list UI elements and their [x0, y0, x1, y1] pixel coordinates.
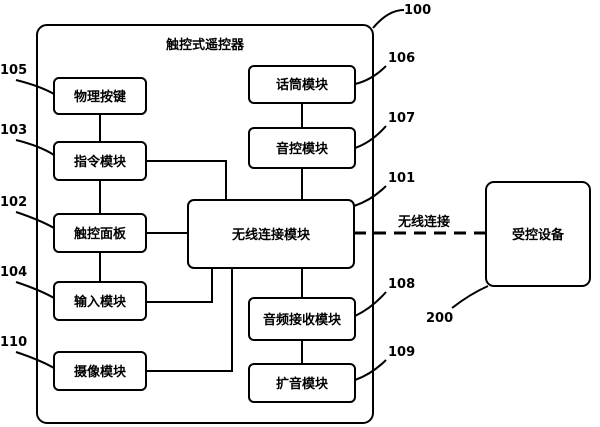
module-speaker: 扩音模块: [248, 363, 356, 403]
controlled-device: 受控设备: [485, 181, 591, 287]
ref-102: 102: [0, 195, 27, 210]
leader-110: [15, 351, 55, 369]
ref-106: 106: [388, 51, 415, 66]
leader-107: [354, 125, 387, 149]
leader-101: [353, 185, 387, 207]
input-label: 输入模块: [74, 294, 127, 310]
speaker-label: 扩音模块: [276, 376, 329, 392]
ref-110: 110: [0, 335, 27, 350]
reference-leaders: [15, 9, 489, 381]
line-input-to-wireless: [146, 268, 213, 303]
camera-label: 摄像模块: [74, 364, 127, 380]
leader-109: [354, 359, 387, 381]
leader-105: [15, 79, 55, 95]
module-wireless: 无线连接模块: [187, 199, 355, 269]
line-camera-to-wireless: [146, 268, 233, 372]
leader-200: [451, 285, 489, 309]
module-audio-receive: 音频接收模块: [248, 297, 356, 341]
remote-controller-container: [36, 24, 374, 424]
leader-100: [372, 9, 405, 29]
ref-108: 108: [388, 277, 415, 292]
leader-108: [354, 291, 387, 317]
touch-panel-label: 触控面板: [73, 226, 127, 242]
ref-107: 107: [388, 111, 415, 126]
leader-106: [354, 65, 387, 85]
volume-control-label: 音控模块: [276, 141, 329, 157]
leader-102: [15, 211, 55, 229]
controlled-device-label: 受控设备: [512, 227, 565, 243]
module-camera: 摄像模块: [53, 351, 147, 391]
leader-104: [15, 281, 55, 299]
physical-keys-label: 物理按键: [74, 89, 126, 105]
ref-200: 200: [426, 311, 453, 326]
ref-101: 101: [388, 171, 415, 186]
audio-receive-label: 音频接收模块: [263, 312, 342, 328]
ref-103: 103: [0, 123, 27, 138]
connector-lines: [99, 103, 303, 372]
module-microphone: 话筒模块: [248, 65, 356, 104]
ref-104: 104: [0, 265, 27, 280]
wireless-label: 无线连接模块: [231, 227, 311, 243]
ref-100: 100: [404, 3, 431, 18]
module-touch-panel: 触控面板: [53, 213, 147, 253]
ref-105: 105: [0, 63, 27, 78]
microphone-label: 话筒模块: [276, 77, 329, 93]
module-input: 输入模块: [53, 281, 147, 321]
module-volume-control: 音控模块: [248, 127, 356, 169]
wireless-connection-label: 无线连接: [397, 214, 450, 230]
container-title: 触控式遥控器: [165, 37, 245, 53]
ref-109: 109: [388, 345, 415, 360]
module-command: 指令模块: [53, 141, 147, 181]
leader-103: [15, 139, 55, 156]
line-command-to-wireless: [146, 160, 227, 200]
command-label: 指令模块: [74, 154, 127, 170]
module-physical-keys: 物理按键: [53, 77, 147, 115]
